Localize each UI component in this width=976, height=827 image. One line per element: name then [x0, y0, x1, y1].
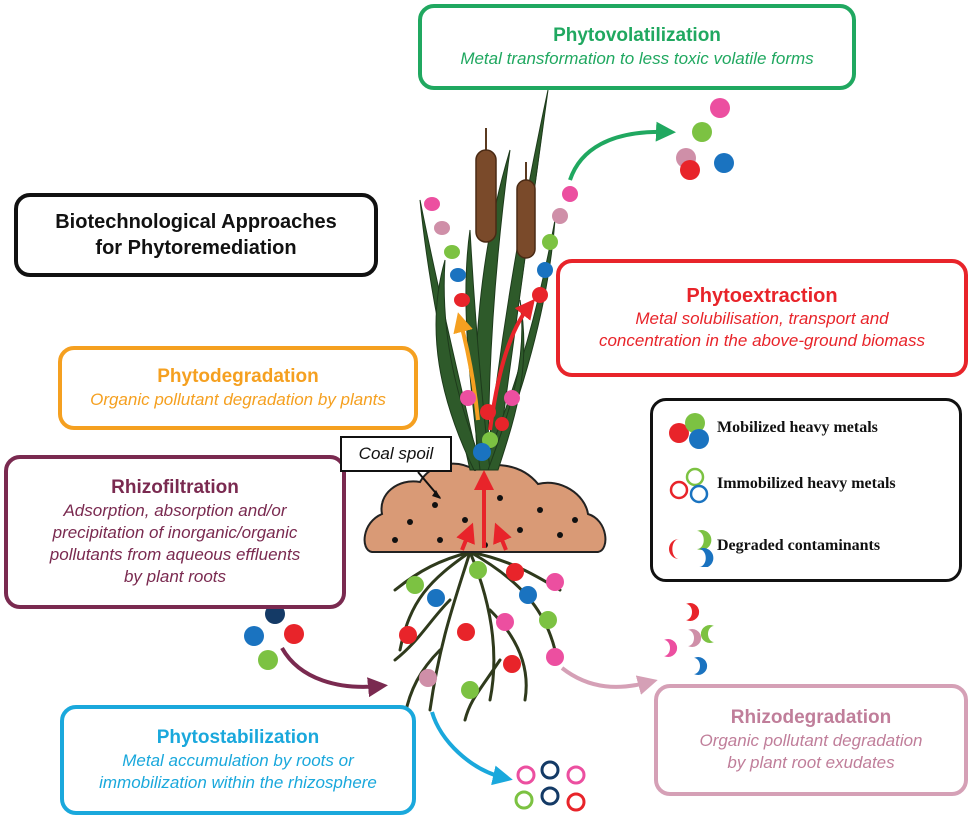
diagram-title-box: Biotechnological Approaches for Phytorem…	[14, 193, 378, 277]
root-particles	[399, 561, 564, 699]
phytovolatilization-box: Phytovolatilization Metal transformation…	[418, 4, 856, 90]
phytodegradation-title: Phytodegradation	[157, 366, 319, 387]
phytostabilization-title: Phytostabilization	[156, 727, 320, 748]
phytoextraction-arrows	[456, 298, 535, 551]
rhizodegradation-description-line1: Organic pollutant degradation	[699, 731, 923, 750]
rhizodegradation-box: Rhizodegradation Organic pollutant degra…	[654, 684, 968, 796]
rhizofiltration-description-line: by plant roots	[123, 567, 227, 586]
rhizofiltration-description-line: precipitation of inorganic/organic	[52, 523, 298, 542]
legend-immobilized-label: Immobilized heavy metals	[717, 475, 896, 492]
degraded-contaminants-icon	[669, 530, 714, 567]
plant-particles	[424, 186, 578, 461]
cattail-heads	[475, 128, 536, 259]
phytostabilization-arrow	[430, 711, 513, 786]
immobilized-metals-icon	[669, 467, 709, 504]
immobilized-particles	[514, 760, 586, 812]
phytovolatilization-title: Phytovolatilization	[553, 25, 721, 46]
rhizofiltration-title: Rhizofiltration	[111, 477, 239, 498]
phytodegradation-description: Organic pollutant degradation by plants	[90, 390, 386, 409]
phytovolatilization-description: Metal transformation to less toxic volat…	[460, 49, 814, 68]
legend-row-degraded: Degraded contaminants	[653, 527, 959, 567]
phytoextraction-box: Phytoextraction Metal solubilisation, tr…	[556, 259, 968, 377]
legend-row-mobilized: Mobilized heavy metals	[653, 409, 959, 449]
phytodegradation-box: Phytodegradation Organic pollutant degra…	[58, 346, 418, 430]
legend-degraded-label: Degraded contaminants	[717, 537, 881, 554]
rhizodegradation-title: Rhizodegradation	[730, 707, 892, 728]
legend-mobilized-label: Mobilized heavy metals	[717, 419, 878, 436]
phytostabilization-description-line1: Metal accumulation by roots or	[122, 751, 354, 770]
phytostabilization-description-line2: immobilization within the rhizosphere	[99, 773, 377, 792]
mobilized-metals-icon	[669, 413, 709, 449]
phytovolatilization-arrow	[568, 121, 676, 181]
degraded-particles	[664, 603, 714, 675]
phytodegradation-arrow	[453, 312, 480, 421]
legend-row-immobilized: Immobilized heavy metals	[653, 465, 959, 505]
rhizodegradation-arrow	[560, 666, 658, 695]
legend-box: Mobilized heavy metals Immobilized heavy…	[650, 398, 962, 582]
rhizofiltration-arrow	[280, 646, 388, 698]
coal-spoil-label: Coal spoil	[340, 436, 452, 472]
rhizofiltration-description-line: pollutants from aqueous effluents	[49, 545, 301, 564]
diagram-title-line1: Biotechnological Approaches	[55, 211, 337, 233]
effluent-particles	[244, 604, 304, 670]
phytoextraction-title: Phytoextraction	[686, 285, 838, 307]
rhizofiltration-box: Rhizofiltration Adsorption, absorption a…	[4, 455, 346, 609]
phytostabilization-box: Phytostabilization Metal accumulation by…	[60, 705, 416, 815]
phytoextraction-description-line1: Metal solubilisation, transport and	[635, 309, 889, 328]
phytoextraction-description-line2: concentration in the above-ground biomas…	[598, 331, 926, 350]
diagram-title-line2: for Phytoremediation	[95, 237, 297, 259]
volatilized-particles	[676, 98, 734, 180]
rhizofiltration-description-line: Adsorption, absorption and/or	[63, 501, 287, 520]
rhizodegradation-description-line2: by plant root exudates	[727, 753, 895, 772]
